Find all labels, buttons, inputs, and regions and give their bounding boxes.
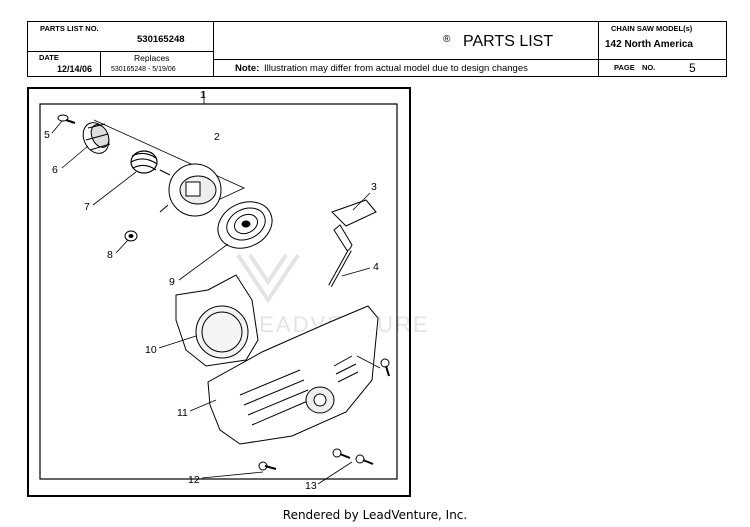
- replaces-label: Replaces: [134, 53, 170, 63]
- part-3-handle: [331, 199, 377, 253]
- callout-3: 3: [371, 181, 377, 193]
- callout-labels: 1 2 3 4 5 6 7 8 9 10 11 12 13: [44, 89, 379, 492]
- date-value: 12/14/06: [57, 64, 93, 74]
- callout-13: 13: [305, 480, 317, 492]
- callout-2: 2: [214, 131, 220, 143]
- page-title: PARTS LIST: [463, 33, 554, 50]
- registered-mark: ®: [443, 34, 451, 45]
- part-5-screw: [57, 114, 76, 124]
- callout-8: 8: [107, 249, 113, 261]
- parts-list-header: PARTS LIST NO. 530165248 DATE 12/14/06 R…: [27, 21, 727, 77]
- replaces-value: 530165248 - 5/19/06: [111, 66, 176, 73]
- footer-credit: Rendered by LeadVenture, Inc.: [282, 508, 468, 522]
- diagram-frame: [27, 87, 411, 497]
- callout-10: 10: [145, 344, 157, 356]
- model-label: CHAIN SAW MODEL(s): [611, 24, 693, 33]
- callout-6: 6: [52, 164, 58, 176]
- model-value: 142 North America: [605, 39, 693, 50]
- part-2-drum: [159, 163, 222, 217]
- callout-9: 9: [169, 276, 175, 288]
- page-no-label: NO.: [642, 63, 656, 72]
- part-13-screws: [332, 448, 374, 465]
- part-7-spring: [130, 150, 158, 174]
- part-11-cover: [207, 305, 379, 445]
- callout-5: 5: [44, 129, 50, 141]
- part-12-screw: [258, 461, 277, 471]
- callout-1: 1: [200, 89, 206, 101]
- note-text: Illustration may differ from actual mode…: [264, 63, 528, 74]
- inner-frame: [39, 103, 398, 480]
- parts-list-no-label: PARTS LIST NO.: [40, 24, 99, 33]
- part-13-screw-upper: [380, 358, 390, 377]
- part-8-washer: [124, 230, 138, 242]
- callout-11: 11: [177, 407, 188, 419]
- note-label: Note:: [235, 63, 260, 74]
- page-label: PAGE: [614, 63, 635, 72]
- callout-4: 4: [373, 261, 379, 273]
- callout-12: 12: [188, 474, 200, 486]
- part-9-rope-pulley: [217, 201, 273, 249]
- parts-list-number: 530165248: [137, 34, 185, 45]
- date-label: DATE: [39, 53, 59, 62]
- callout-7: 7: [84, 201, 90, 213]
- part-6-pulley: [82, 122, 111, 154]
- page-number: 5: [689, 61, 696, 75]
- part-4-rope: [328, 249, 352, 287]
- part-10-housing: [175, 274, 259, 367]
